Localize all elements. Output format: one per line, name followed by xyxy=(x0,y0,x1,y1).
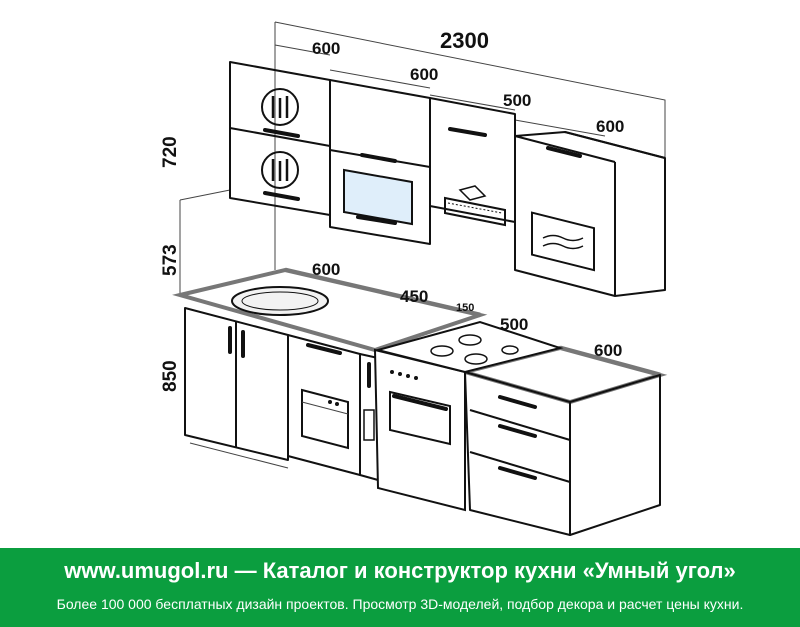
dim-base-1: 600 xyxy=(312,260,340,279)
dim-base-2: 450 xyxy=(400,287,428,306)
banner-subtitle: Более 100 000 бесплатных дизайн проектов… xyxy=(56,596,744,612)
range-hood xyxy=(444,196,506,227)
drawer-unit xyxy=(464,371,661,536)
stove xyxy=(373,320,564,512)
dim-upper-2: 600 xyxy=(410,65,438,84)
upper-cabinet-1 xyxy=(229,61,331,216)
microwave-icon xyxy=(531,211,595,272)
burner-icon-3 xyxy=(458,334,482,346)
banner-title-link[interactable]: www.umugol.ru — Каталог и конструктор ку… xyxy=(64,558,736,583)
dim-gap-height: 573 xyxy=(160,244,181,276)
burner-icon-1 xyxy=(430,345,454,357)
sink xyxy=(231,286,329,316)
burner-icon-2 xyxy=(464,353,488,365)
wall-outline xyxy=(179,21,666,295)
promo-banner: www.umugol.ru — Каталог и конструктор ку… xyxy=(0,548,800,627)
dim-base-height: 850 xyxy=(160,360,181,392)
dishwasher-cabinet xyxy=(287,334,361,476)
dishwasher-icon xyxy=(301,388,349,450)
cutlery-icon-bottom xyxy=(261,151,299,189)
burner-icon-4 xyxy=(501,345,519,355)
oven-door xyxy=(389,390,451,446)
dim-upper-1: 600 xyxy=(312,39,340,58)
dim-base-4: 500 xyxy=(500,315,528,334)
countertop xyxy=(172,267,668,405)
upper-cabinet-4 xyxy=(514,131,666,297)
upper-cabinet-3 xyxy=(429,97,516,227)
dim-upper-3: 500 xyxy=(503,91,531,110)
dim-total-width: 2300 xyxy=(440,28,489,53)
kitchen-diagram: 2300 600 600 500 600 720 573 850 600 450… xyxy=(160,21,668,536)
cutlery-icon-top xyxy=(261,88,299,126)
base-cabinet-sink xyxy=(184,307,289,469)
upper-cabinet-2 xyxy=(329,79,431,245)
dim-upper-4: 600 xyxy=(596,117,624,136)
dim-base-3: 150 xyxy=(456,302,474,314)
dim-base-5: 600 xyxy=(594,341,622,360)
glass-panel xyxy=(343,168,413,226)
dim-upper-height: 720 xyxy=(160,136,181,168)
